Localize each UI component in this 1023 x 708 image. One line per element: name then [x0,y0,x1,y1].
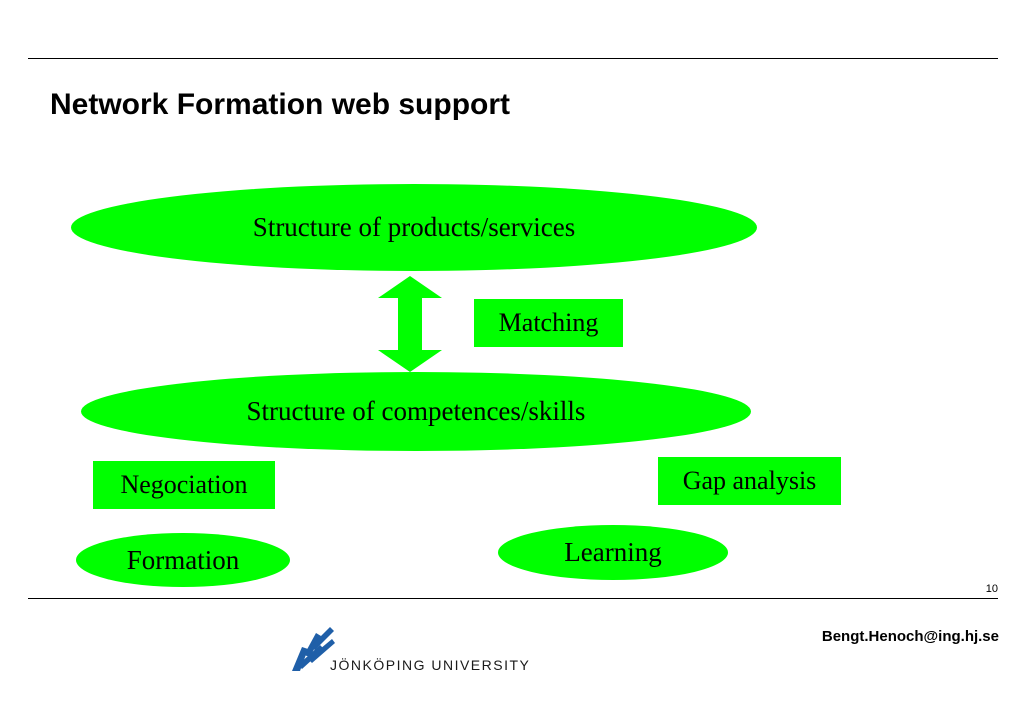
formation-label: Formation [126,544,240,575]
top-rule [28,58,998,59]
gap-analysis-label: Gap analysis [682,466,817,495]
competences-skills-label: Structure of competences/skills [246,396,586,426]
formation-ellipse: Formation [76,533,290,587]
university-logo-text: JÖNKÖPING UNIVERSITY [330,657,531,673]
competences-skills-ellipse: Structure of competences/skills [81,372,751,451]
products-services-label: Structure of products/services [252,212,576,242]
slide-title: Network Formation web support [50,88,511,121]
products-services-ellipse: Structure of products/services [71,184,757,271]
learning-label: Learning [564,537,662,567]
matching-box: Matching [474,299,623,347]
gap-analysis-box: Gap analysis [658,457,841,505]
negociation-label: Negociation [120,470,248,499]
matching-label: Matching [498,308,599,337]
bottom-rule [28,598,998,599]
page-number: 10 [985,583,998,595]
double-arrow-icon [378,276,442,372]
university-logo-icon [292,627,335,671]
author-email: Bengt.Henoch@ing.hj.se [821,628,999,645]
learning-ellipse: Learning [498,525,728,580]
negociation-box: Negociation [93,461,275,509]
